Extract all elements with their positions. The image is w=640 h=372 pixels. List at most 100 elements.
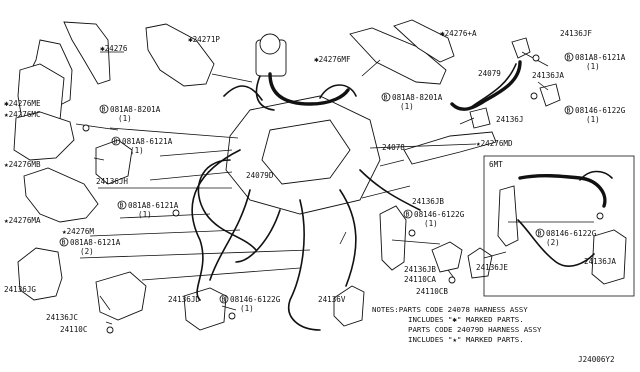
bracket-24276md [403, 131, 497, 165]
wire-main-5 [359, 169, 421, 211]
label-24078: 24078 [382, 143, 405, 152]
wire-main-3 [287, 199, 321, 331]
svg-text:081A8-6121A: 081A8-6121A [128, 201, 179, 210]
wire-main-2 [209, 189, 251, 281]
label-24276ma: ★24276MA [4, 216, 41, 225]
label-24079: 24079 [478, 69, 501, 78]
svg-text:INCLUDES "★" MARKED PARTS.: INCLUDES "★" MARKED PARTS. [408, 335, 524, 344]
svg-text:(1): (1) [400, 102, 414, 111]
label-24136j: 24136J [496, 115, 523, 124]
label-24079d: 24079D [246, 171, 274, 180]
svg-text:(2): (2) [546, 238, 560, 247]
clip-24136j [469, 107, 491, 129]
callout-081a8-6121a-right: B 081A8-6121A (1) [564, 52, 626, 71]
bracket-24276mf [349, 27, 447, 85]
label-24136jb-lower: 24136JB [404, 265, 436, 274]
callout-081a8-8201a-mid: B 081A8-8201A (1) [381, 92, 443, 111]
svg-text:081A8-6121A: 081A8-6121A [122, 137, 173, 146]
callout-08146-6122g-6mt: B 08146-6122G (2) [535, 228, 597, 247]
svg-text:(1): (1) [138, 210, 152, 219]
bracket-24136je [467, 247, 493, 279]
label-24136je: 24136JE [476, 263, 508, 272]
svg-text:NOTES:PARTS CODE 24078 HARNESS: NOTES:PARTS CODE 24078 HARNESS ASSY [372, 305, 528, 314]
bracket-24136v [333, 285, 365, 327]
connector-round-top [259, 33, 281, 55]
label-24276mb: ★24276MB [4, 160, 41, 169]
svg-text:(1): (1) [240, 304, 254, 313]
label-24136jf: 24136JF [560, 29, 592, 38]
svg-text:B: B [384, 94, 388, 102]
label-24136ja-top: 24136JA [532, 71, 564, 80]
label-24276m: ★24276M [62, 227, 94, 236]
bracket-24276 [63, 21, 111, 85]
wire-24079-b [469, 63, 517, 109]
box-6mt [483, 155, 635, 297]
svg-text:B: B [567, 54, 571, 62]
bracket-24136jc [95, 271, 147, 321]
wire-main-9 [319, 84, 357, 99]
svg-text:B: B [567, 107, 571, 115]
svg-text:(2): (2) [80, 247, 94, 256]
svg-text:PARTS CODE 24079D HARNESS ASSY: PARTS CODE 24079D HARNESS ASSY [408, 325, 542, 334]
wire-main-7 [235, 209, 281, 263]
label-24136jc: 24136JC [46, 313, 78, 322]
svg-text:B: B [120, 202, 124, 210]
label-24136jd: 24136JD [168, 295, 200, 304]
notes-block: NOTES:PARTS CODE 24078 HARNESS ASSY INCL… [372, 305, 542, 344]
wire-main-1 [191, 149, 241, 301]
bracket-24136jb [379, 205, 407, 271]
svg-text:B: B [406, 211, 410, 219]
callout-08146-6122g-right: B 08146-6122G (1) [564, 105, 626, 124]
label-24110c: 24110C [60, 325, 87, 334]
svg-text:B: B [538, 230, 542, 238]
label-6mt: 6MT [489, 160, 503, 169]
label-24136jb: 24136JB [412, 197, 444, 206]
label-24110ca: 24110CA [404, 275, 436, 284]
bracket-24136jd [183, 287, 227, 331]
svg-text:08146-6122G: 08146-6122G [575, 106, 626, 115]
wire-top-loop-2 [255, 75, 275, 111]
svg-text:(1): (1) [586, 62, 600, 71]
callout-081a8-6121a-mid: B 081A8-6121A (1) [117, 200, 179, 219]
bracket-24276a [393, 19, 455, 63]
callout-081a8-6121a-bottom: B 081A8-6121A (2) [59, 237, 121, 256]
wire-main-8 [223, 85, 263, 101]
label-24110cb: 24110CB [416, 287, 448, 296]
wire-6mt [518, 174, 607, 208]
bracket-24136ja-6mt [591, 229, 627, 285]
svg-text:08146-6122G: 08146-6122G [546, 229, 597, 238]
bracket-24271p [145, 23, 215, 87]
label-24276me: ✱24276ME [4, 99, 41, 108]
label-24136jh: 24136JH [96, 177, 128, 186]
svg-text:081A8-8201A: 081A8-8201A [392, 93, 443, 102]
bracket-24136jh [95, 139, 133, 185]
svg-text:(1): (1) [130, 146, 144, 155]
svg-text:INCLUDES "✱" MARKED PARTS.: INCLUDES "✱" MARKED PARTS. [408, 315, 524, 324]
callout-08146-6122g-bottom: B 08146-6122G (1) [219, 294, 281, 313]
callout-081a8-8201a-left: B 081A8-8201A (1) [99, 104, 161, 123]
diagram-id: J24006Y2 [578, 355, 615, 364]
wire-24079 [450, 60, 522, 111]
bolt-markers [82, 54, 604, 334]
label-24136v: 24136V [318, 295, 346, 304]
callout-081a8-6121a-left: B 081A8-6121A (1) [111, 136, 173, 155]
svg-text:(1): (1) [424, 219, 438, 228]
label-24136ja-6mt: 24136JA [584, 257, 616, 266]
svg-text:(1): (1) [118, 114, 132, 123]
svg-text:081A8-6121A: 081A8-6121A [70, 238, 121, 247]
clip-24136jf [511, 37, 531, 59]
wire-6mt-c [579, 170, 613, 181]
svg-text:(1): (1) [586, 115, 600, 124]
clip-24136ja-top [539, 83, 561, 107]
bracket-24136jg [17, 247, 63, 301]
label-24276: ✱24276 [100, 44, 128, 53]
leader-lines [75, 51, 594, 325]
svg-text:B: B [62, 239, 66, 247]
wire-top-loop [268, 72, 350, 106]
harness-core-detail [261, 119, 351, 185]
bracket-24136jb-lower [431, 241, 463, 273]
svg-text:08146-6122G: 08146-6122G [414, 210, 465, 219]
svg-text:081A8-6121A: 081A8-6121A [575, 53, 626, 62]
